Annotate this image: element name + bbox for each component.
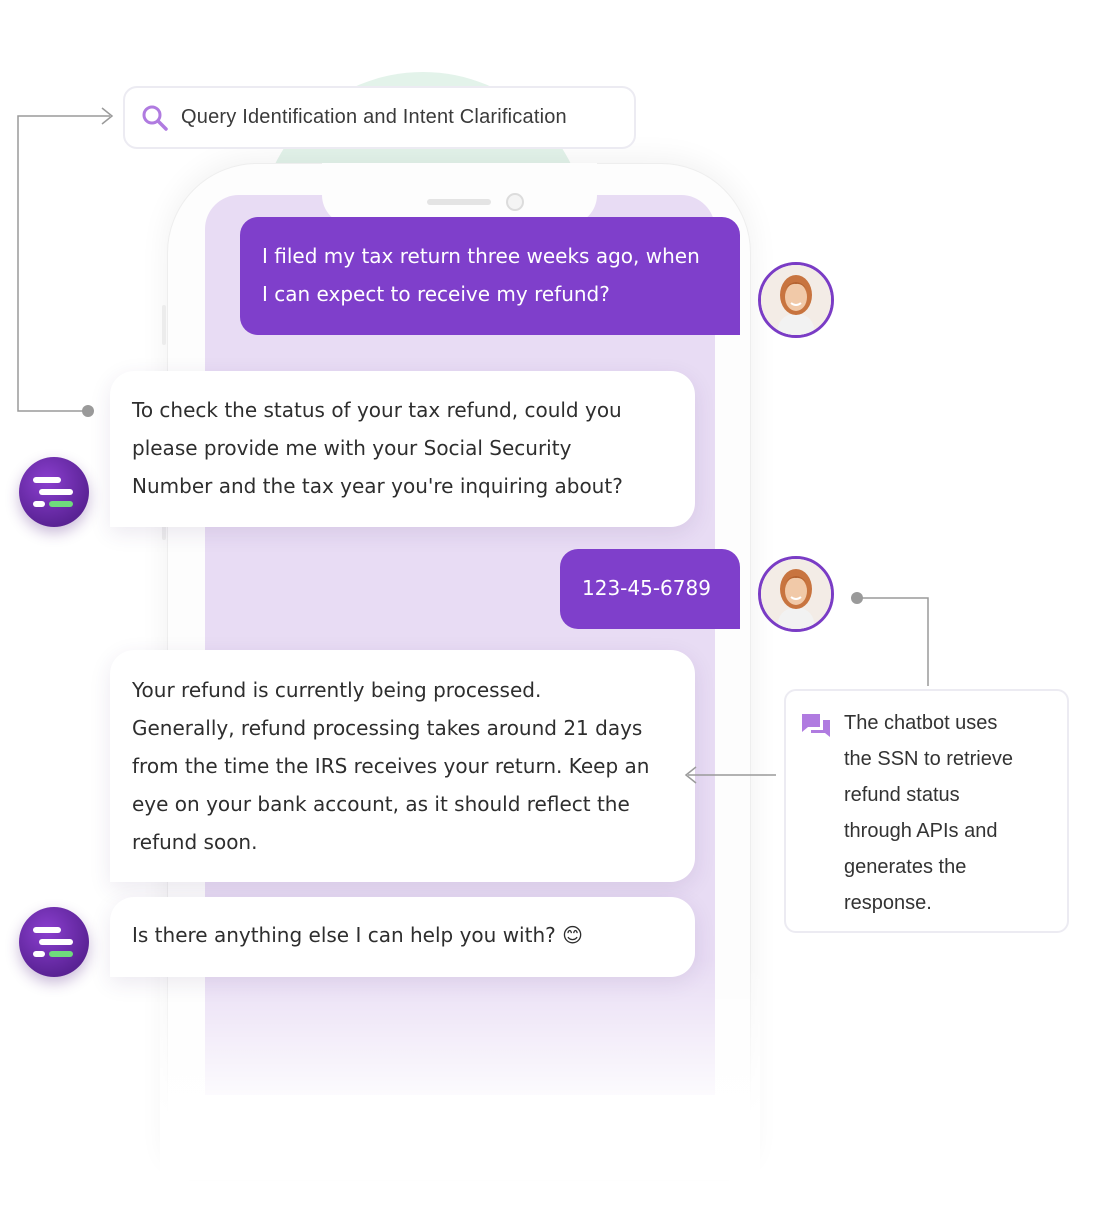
phone-side-button — [162, 520, 166, 540]
callout-line: The chatbot uses — [844, 712, 998, 734]
user-avatar — [758, 556, 834, 632]
callout-line: through APIs and — [844, 820, 998, 842]
phone-side-button — [162, 305, 166, 345]
search-icon — [142, 105, 168, 131]
bot-logo-bar — [49, 501, 73, 507]
phone-speaker — [427, 199, 491, 205]
bot-logo-bar — [33, 927, 61, 933]
callout-line: the SSN to retrieve — [844, 748, 1013, 770]
bot-logo-bar — [39, 939, 73, 945]
bot-logo-bar — [39, 489, 73, 495]
callout-line: refund status — [844, 784, 960, 806]
message-line: I can expect to receive my refund? — [262, 282, 610, 306]
query-identification-pill: Query Identification and Intent Clarific… — [123, 86, 636, 149]
bot-avatar — [19, 457, 89, 527]
phone-bottom-fade — [160, 960, 760, 1180]
connector-dot — [82, 405, 94, 417]
message-line: from the time the IRS receives your retu… — [132, 754, 650, 778]
message-line: Is there anything else I can help you wi… — [132, 923, 583, 947]
message-line: Your refund is currently being processed… — [132, 678, 542, 702]
query-identification-label: Query Identification and Intent Clarific… — [181, 106, 567, 128]
message-line: I filed my tax return three weeks ago, w… — [262, 244, 700, 268]
user-message: I filed my tax return three weeks ago, w… — [240, 217, 740, 335]
message-line: 123-45-6789 — [582, 576, 711, 600]
user-message: 123-45-6789 — [560, 549, 740, 629]
message-line: eye on your bank account, as it should r… — [132, 792, 630, 816]
user-avatar — [758, 262, 834, 338]
connector-query-to-message — [17, 107, 114, 412]
phone-notch — [322, 163, 597, 225]
callout-line: generates the — [844, 856, 967, 878]
bot-logo-bar — [33, 501, 45, 507]
message-line: please provide me with your Social Secur… — [132, 436, 572, 460]
bot-logo-bar — [33, 951, 45, 957]
message-line: Generally, refund processing takes aroun… — [132, 716, 643, 740]
chat-bubbles-icon — [802, 714, 830, 737]
callout-text: The chatbot uses the SSN to retrieve ref… — [844, 705, 1064, 921]
bot-avatar — [19, 907, 89, 977]
connector-dot — [851, 592, 863, 604]
bot-logo-bar — [49, 951, 73, 957]
connector-callout-to-message — [684, 766, 776, 784]
ssn-api-callout: The chatbot uses the SSN to retrieve ref… — [784, 689, 1069, 933]
bot-message: To check the status of your tax refund, … — [110, 371, 695, 527]
message-line: Number and the tax year you're inquiring… — [132, 474, 623, 498]
bot-message: Your refund is currently being processed… — [110, 650, 695, 882]
phone-camera — [506, 193, 524, 211]
message-line: To check the status of your tax refund, … — [132, 398, 622, 422]
callout-line: response. — [844, 892, 932, 914]
connector-ssn-to-callout — [859, 597, 929, 686]
bot-logo-bar — [33, 477, 61, 483]
message-line: refund soon. — [132, 830, 258, 854]
